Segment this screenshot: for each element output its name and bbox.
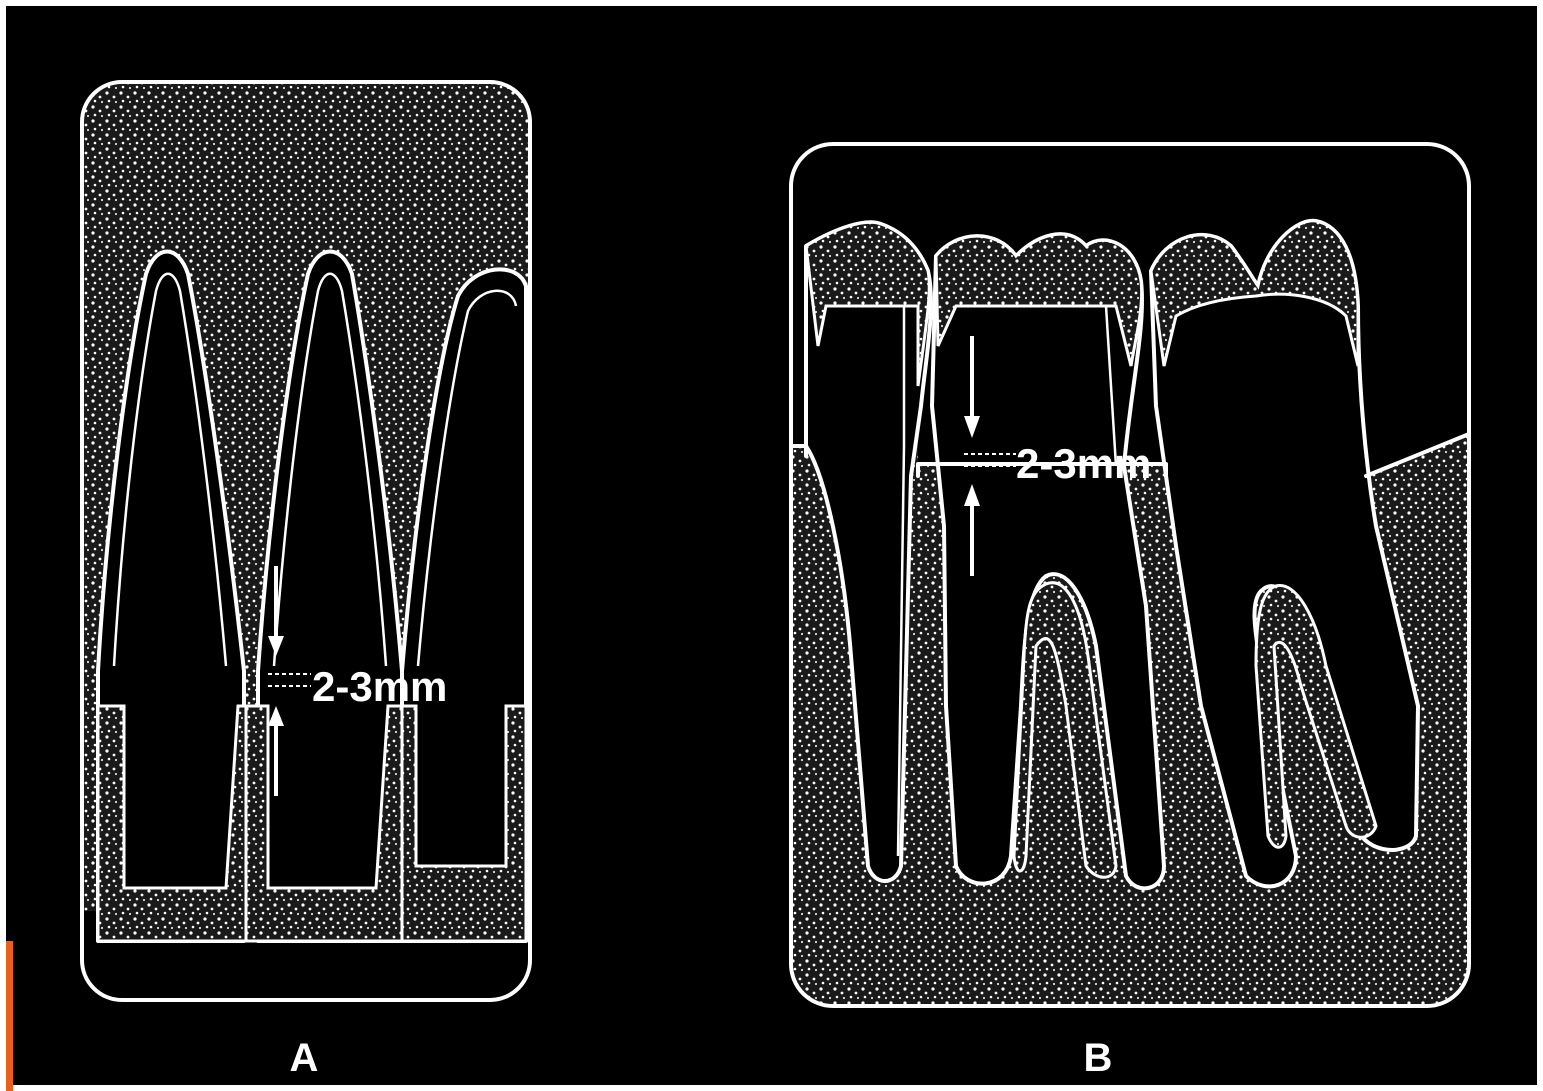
panel-b: 2-3mm B (791, 144, 1469, 1080)
measurement-label-a: 2-3mm (312, 663, 447, 710)
diagram-stage: 2-3mm A (6, 6, 1537, 1085)
panel-label-a: A (290, 1036, 319, 1080)
panel-a: 2-3mm A (82, 82, 530, 1080)
dental-diagram: 2-3mm A (6, 6, 1537, 1085)
measurement-label-b: 2-3mm (1016, 440, 1151, 487)
panel-label-b: B (1084, 1036, 1113, 1080)
